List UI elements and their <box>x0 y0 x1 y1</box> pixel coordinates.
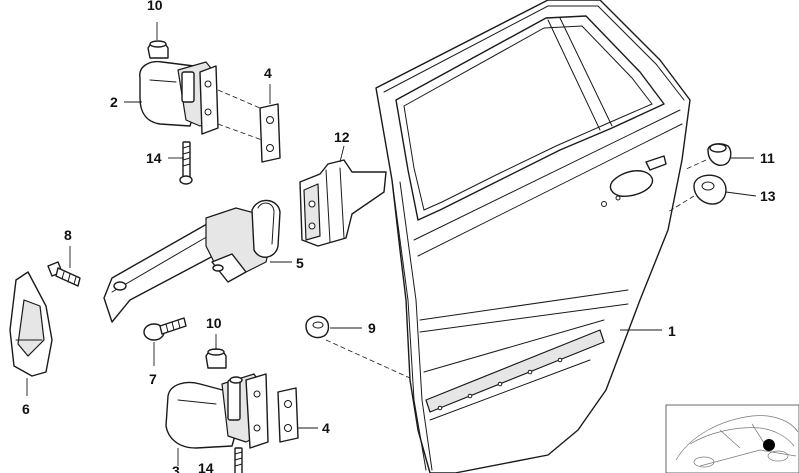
callout-9: 9 <box>368 320 376 336</box>
door-grommet-small[interactable] <box>707 143 732 166</box>
callout-2: 2 <box>110 94 118 110</box>
door-plug[interactable] <box>305 315 330 339</box>
door-grommet-large[interactable] <box>693 174 727 205</box>
callout-13: 13 <box>760 188 776 204</box>
callout-7: 7 <box>149 371 157 387</box>
callout-5: 5 <box>296 255 304 271</box>
callout-4-lower: 4 <box>322 420 330 436</box>
hinge-nut-upper[interactable] <box>147 40 169 59</box>
check-strap-cover[interactable] <box>9 271 53 377</box>
check-strap-bracket[interactable] <box>299 159 387 247</box>
lower-hinge[interactable] <box>165 373 269 449</box>
callout-labels: 1 2 3 4 4 5 6 7 8 9 10 10 11 12 13 14 14 <box>22 0 776 473</box>
upper-hinge[interactable] <box>139 60 219 135</box>
callout-14-lower: 14 <box>198 460 214 473</box>
hinge-plate-upper[interactable] <box>259 103 281 163</box>
callout-10-lower: 10 <box>206 315 222 331</box>
callout-10-upper: 10 <box>147 0 163 13</box>
leader-lines <box>26 22 757 466</box>
callout-6: 6 <box>22 401 30 417</box>
callout-11: 11 <box>760 150 775 166</box>
callout-12: 12 <box>334 129 350 145</box>
hinge-nut-lower[interactable] <box>205 348 227 369</box>
rear-door-shell[interactable] <box>375 0 691 473</box>
callout-3: 3 <box>172 463 180 473</box>
car-rear-door-location-icon <box>665 404 799 473</box>
callout-14-upper: 14 <box>146 150 162 166</box>
check-strap-bolt[interactable] <box>47 261 81 287</box>
hinge-plate-lower[interactable] <box>277 387 299 443</box>
hinge-bolt-upper[interactable] <box>179 141 193 185</box>
cover-bolt[interactable] <box>143 317 187 341</box>
hinge-bolt-lower[interactable] <box>234 447 243 473</box>
callout-8: 8 <box>64 227 72 243</box>
callout-1: 1 <box>668 323 676 339</box>
callout-4-upper: 4 <box>264 65 272 81</box>
location-marker <box>763 439 775 451</box>
door-check-strap[interactable] <box>103 199 281 323</box>
